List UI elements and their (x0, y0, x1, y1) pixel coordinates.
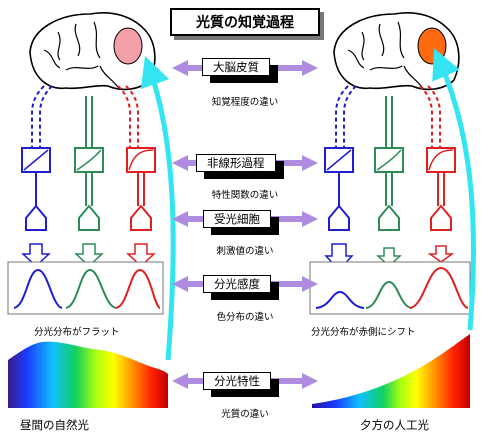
stage-nonlinear: 非線形過程 (196, 154, 276, 172)
right-sensitivity-curves (309, 261, 471, 315)
left-brain (29, 12, 156, 91)
right-distribution-caption: 分光分布が赤側にシフト (311, 327, 416, 338)
left-cortex-region (113, 27, 143, 65)
stage-sensitivity-sub: 色分布の違い (216, 312, 274, 323)
right-red-channel (419, 85, 456, 263)
left-cyan-arrow (140, 55, 176, 361)
right-cortex-region (417, 27, 447, 65)
left-distribution-caption: 分光分布がフラット (34, 327, 120, 338)
stage-spectral: 分光特性 (203, 372, 271, 390)
stage-nonlinear-sub: 特性関数の違い (211, 190, 279, 201)
left-light-caption: 昼間の自然光 (20, 418, 89, 432)
left-spectrum (8, 341, 168, 408)
diagram-title: 光質の知覚過程 (170, 8, 320, 36)
right-cyan-arrow (432, 48, 476, 331)
left-green-channel (74, 96, 104, 268)
right-spectrum (312, 334, 470, 408)
left-red-channel (117, 85, 156, 268)
right-blue-channel (324, 85, 357, 272)
stage-spectral-sub: 光質の違い (221, 409, 269, 420)
stage-photoreceptor: 受光細胞 (203, 210, 271, 228)
right-light-caption: 夕方の人工光 (360, 418, 429, 432)
right-green-channel (374, 96, 404, 268)
stage-photoreceptor-sub: 刺激値の違い (216, 246, 274, 257)
left-sensitivity-curves (7, 261, 164, 315)
stage-sensitivity: 分光感度 (203, 275, 271, 293)
right-brain (333, 12, 460, 91)
left-blue-channel (21, 85, 53, 268)
stage-cortex-sub: 知覚程度の違い (211, 97, 279, 108)
stage-cortex: 大脳皮質 (202, 58, 270, 76)
